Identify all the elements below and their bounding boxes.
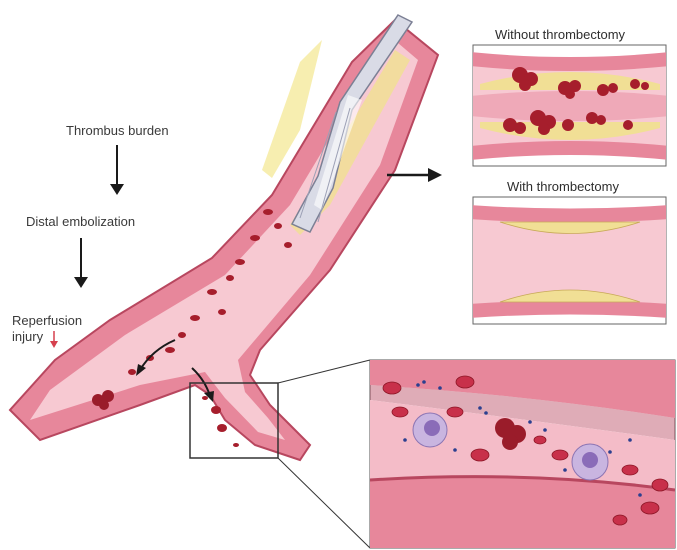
panel-with-thrombectomy (470, 197, 670, 324)
distal-embolization-label: Distal embolization (26, 214, 135, 229)
thrombus-burden-label: Thrombus burden (66, 123, 169, 138)
with-thrombectomy-title: With thrombectomy (507, 179, 619, 194)
leukocyte (572, 444, 608, 480)
without-thrombectomy-title: Without thrombectomy (495, 27, 625, 42)
reperfusion-label-line2: injury (12, 329, 43, 344)
reperfusion-label-line1: Reperfusion (12, 313, 82, 328)
leukocyte (413, 413, 447, 447)
zoomed-inset (370, 360, 675, 548)
small-red-down-arrow-icon (48, 331, 60, 349)
arrow-down-icon (80, 238, 82, 286)
arrow-down-icon (116, 145, 118, 193)
panel-without-thrombectomy (470, 45, 670, 166)
